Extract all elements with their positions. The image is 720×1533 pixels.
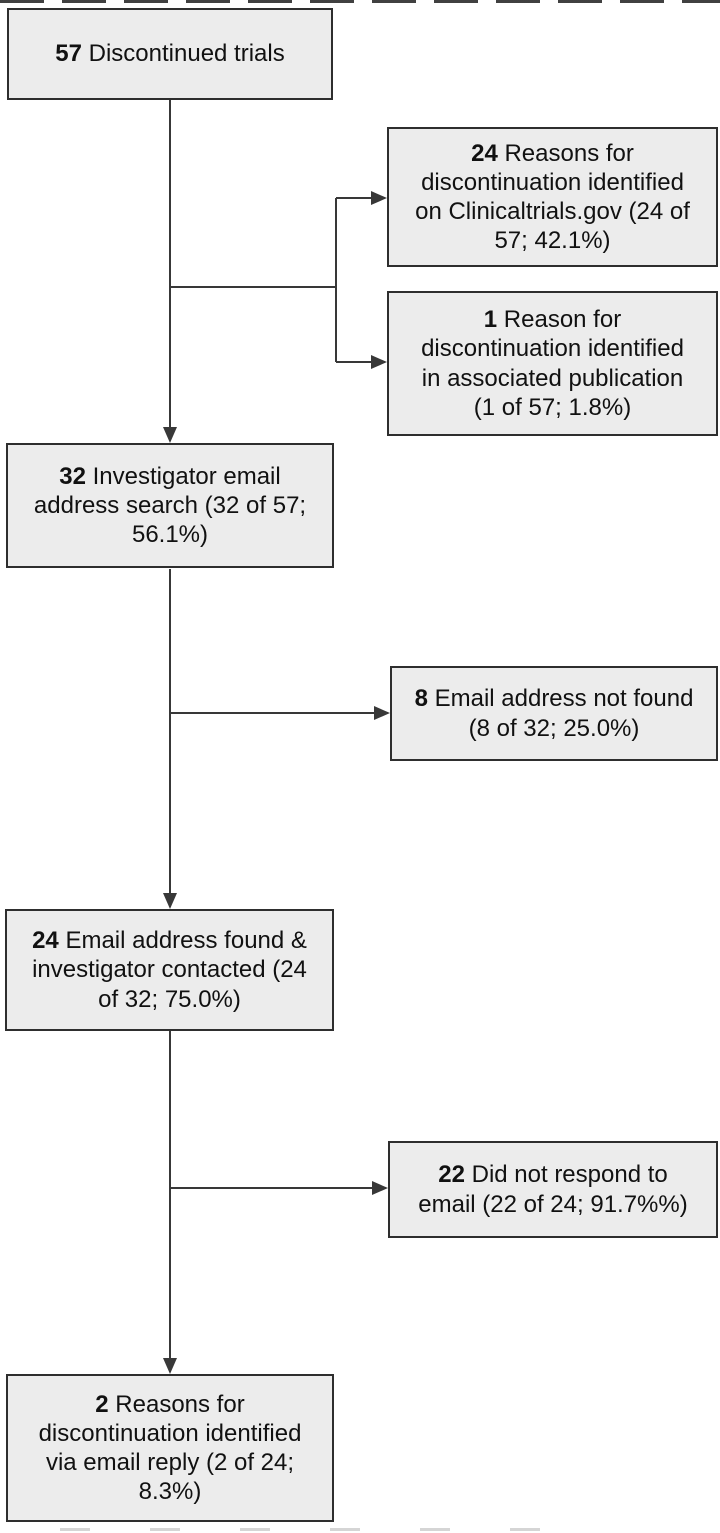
- node-label: Email address not found (8 of 32; 25.0%): [434, 685, 694, 742]
- node-reasons-email-reply: 2 Reasons for discontinuation identified…: [6, 1374, 334, 1522]
- node-count: 1: [483, 306, 498, 334]
- node-count: 8: [414, 685, 428, 713]
- node-label: Email address found & investigator conta…: [32, 927, 307, 1013]
- node-label: Discontinued trials: [81, 40, 285, 68]
- node-reasons-clinicaltrials-gov: 24 Reasons for discontinuation identifie…: [387, 127, 718, 267]
- node-label: Reasons for discontinuation identified o…: [415, 139, 690, 255]
- node-count: 24: [471, 139, 498, 167]
- cropped-figure-edge-bottom: [60, 1528, 540, 1531]
- node-label: Reason for discontinuation identified in…: [421, 306, 684, 421]
- node-count: 32: [59, 462, 86, 490]
- node-count: 24: [32, 927, 59, 955]
- node-email-found-contacted: 24 Email address found & investigator co…: [5, 909, 334, 1031]
- node-label: Reasons for discontinuation identified v…: [38, 1390, 302, 1506]
- node-label: Investigator email address search (32 of…: [33, 462, 307, 549]
- node-count: 22: [438, 1161, 465, 1189]
- node-email-not-found: 8 Email address not found (8 of 32; 25.0…: [390, 666, 718, 761]
- node-did-not-respond: 22 Did not respond to email (22 of 24; 9…: [388, 1141, 718, 1238]
- cropped-figure-edge-top: [0, 0, 720, 3]
- node-count: 57: [55, 40, 82, 68]
- node-discontinued-trials: 57 Discontinued trials: [7, 8, 333, 100]
- node-label: Did not respond to email (22 of 24; 91.7…: [418, 1161, 688, 1218]
- node-reason-publication: 1 Reason for discontinuation identified …: [387, 291, 718, 436]
- node-investigator-email-search: 32 Investigator email address search (32…: [6, 443, 334, 568]
- node-count: 2: [95, 1390, 109, 1418]
